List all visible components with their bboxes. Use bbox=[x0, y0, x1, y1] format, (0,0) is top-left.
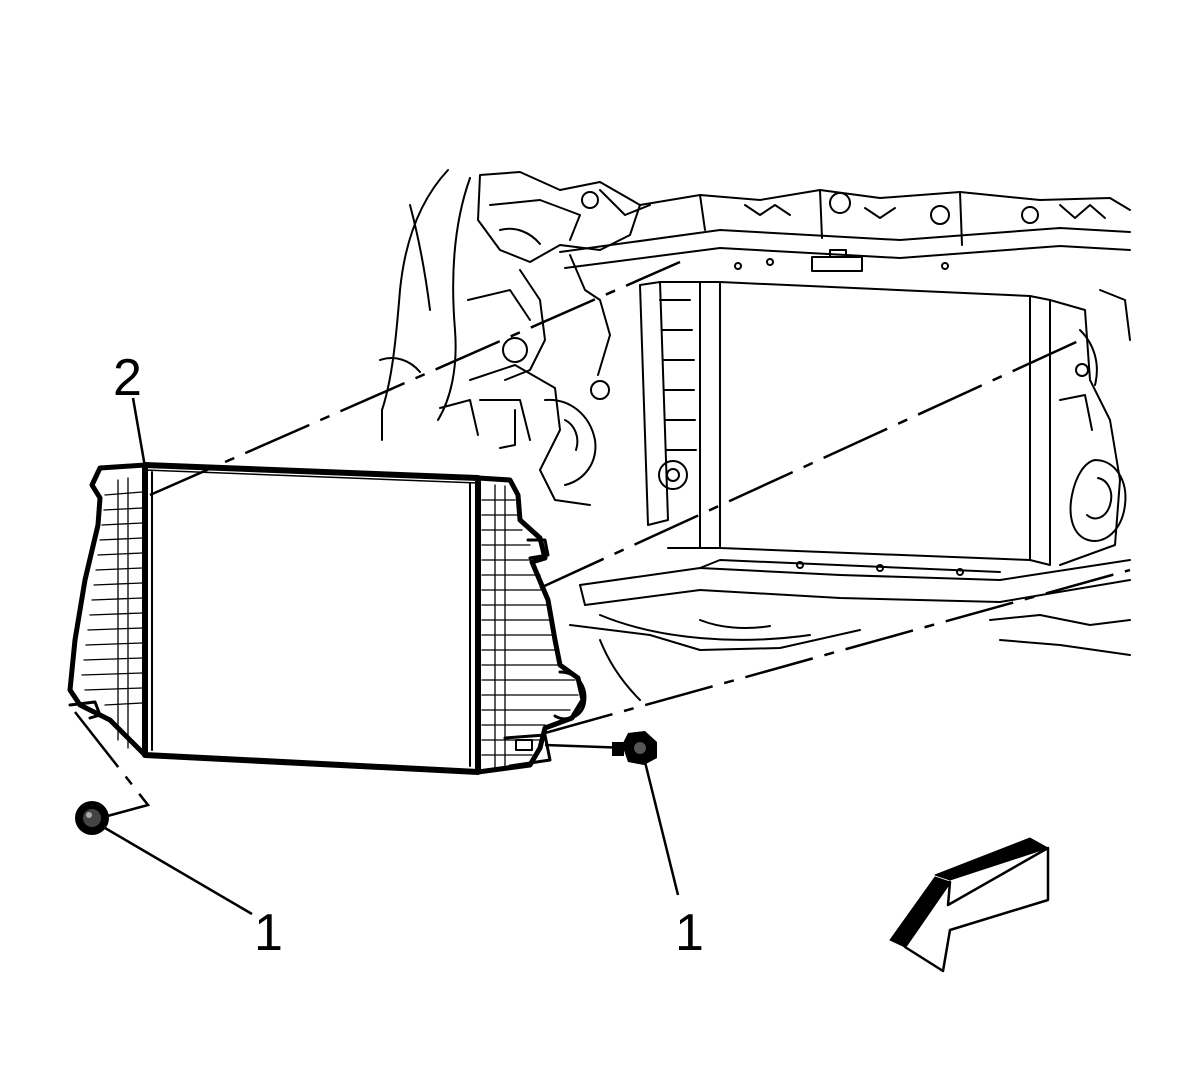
radiator-core bbox=[142, 462, 481, 775]
leader-line-radiator bbox=[131, 397, 147, 468]
bolt-left bbox=[75, 801, 109, 835]
callout-bolt-right: 1 bbox=[675, 904, 704, 962]
radiator-right-fins bbox=[481, 484, 579, 769]
callout-bolt-left: 1 bbox=[254, 904, 283, 962]
leader-lines bbox=[104, 397, 680, 916]
radiator-left-tank bbox=[67, 462, 148, 758]
leader-line-bolt-right bbox=[643, 761, 680, 896]
bolt-right bbox=[612, 731, 657, 765]
alignment-line-right-bolt bbox=[544, 743, 631, 750]
radiator bbox=[67, 462, 587, 775]
alignment-lines bbox=[74, 260, 1131, 820]
radiator-left-fins bbox=[81, 477, 143, 749]
leader-line-bolt-left bbox=[104, 826, 253, 916]
alignment-line-top-left bbox=[149, 260, 681, 497]
alignment-line-left-bolt bbox=[74, 711, 151, 820]
front-of-vehicle-arrow-icon bbox=[889, 837, 1050, 973]
alignment-line-top-right bbox=[539, 336, 1086, 590]
radiator-right-tank bbox=[475, 475, 586, 775]
callout-radiator: 2 bbox=[113, 349, 142, 407]
vehicle-front-structure bbox=[379, 169, 1131, 701]
alignment-line-bottom-right bbox=[544, 568, 1131, 735]
